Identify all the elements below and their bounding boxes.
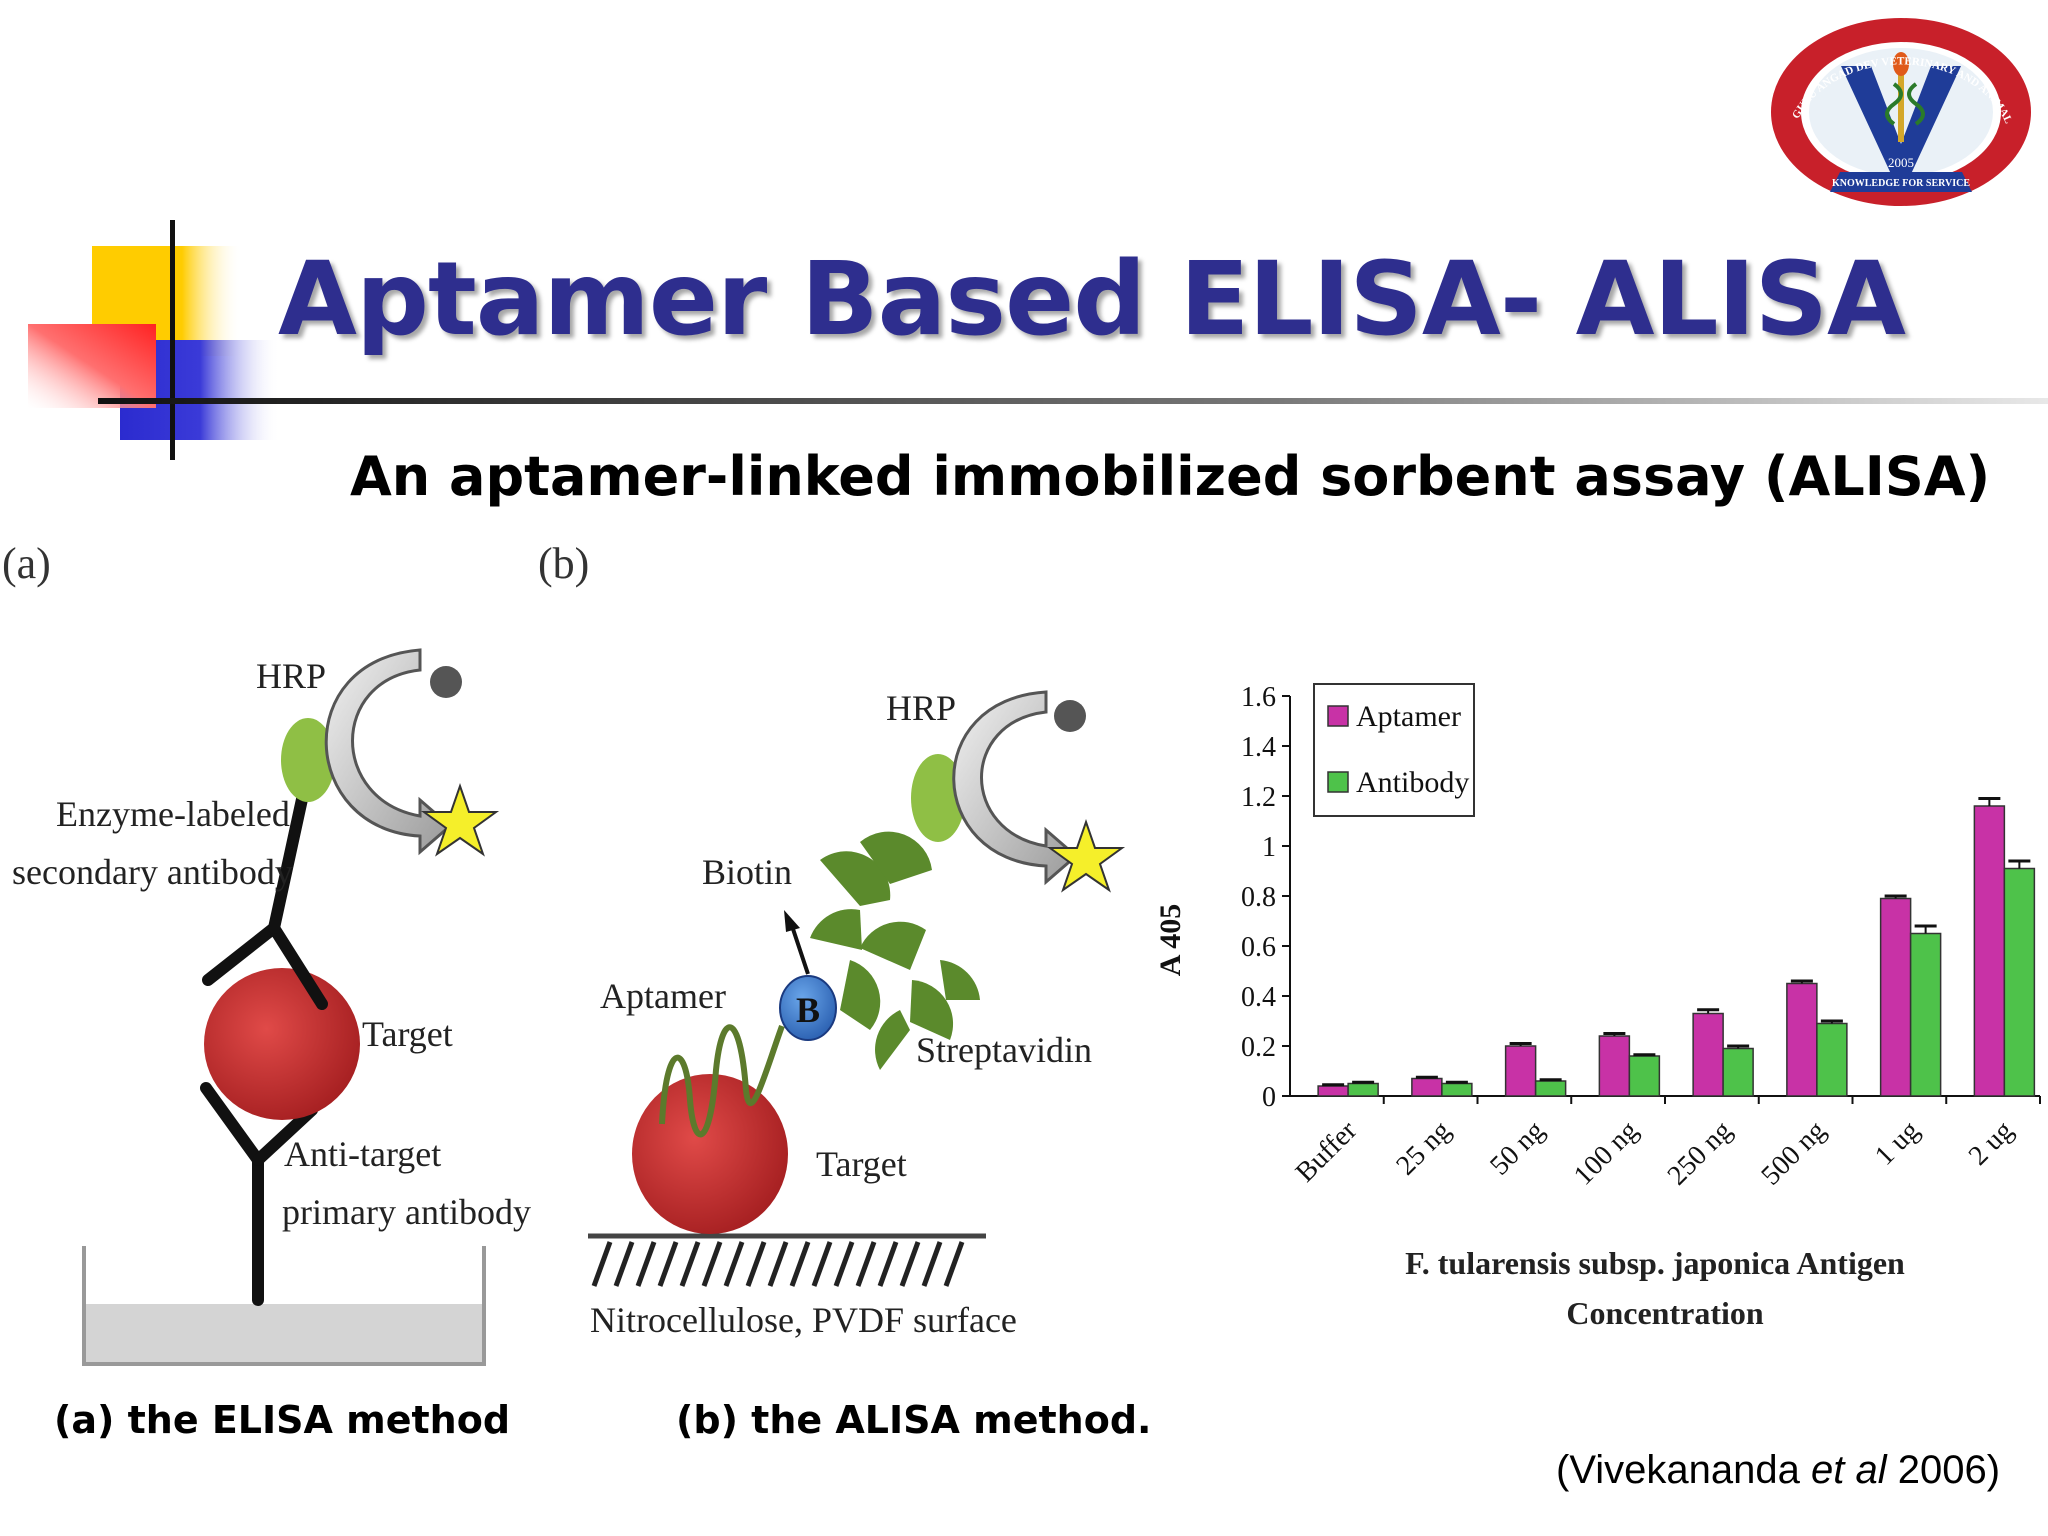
- y-tick-label: 0.2: [1241, 1032, 1276, 1063]
- logo-year: 2005: [1888, 155, 1914, 170]
- x-tick-label: 2 ug: [1963, 1115, 2020, 1172]
- streptavidin-complex: [810, 831, 980, 1070]
- bar-aptamer: [1879, 897, 1912, 1097]
- caption-a: (a) the ELISA method: [54, 1398, 511, 1442]
- legend-label-aptamer: Aptamer: [1356, 700, 1461, 733]
- citation: (Vivekananda et al 2006): [1556, 1448, 2000, 1493]
- star-product-b: [1046, 818, 1126, 893]
- biotin-pointer: [790, 925, 810, 975]
- label-aptamer: Aptamer: [600, 976, 726, 1016]
- caption-b: (b) the ALISA method.: [676, 1398, 1152, 1442]
- label-hrp-a: HRP: [256, 656, 326, 696]
- x-tick-label: Buffer: [1290, 1115, 1364, 1189]
- y-tick-label: 0.6: [1241, 932, 1276, 963]
- bar-aptamer: [1504, 1045, 1537, 1097]
- y-tick-label: 0.4: [1241, 982, 1276, 1013]
- citation-close: 2006): [1886, 1448, 2001, 1492]
- slide-subtitle: An aptamer-linked immobilized sorbent as…: [350, 445, 1991, 508]
- x-axis-label-line1: F. tularensis subsp. japonica Antigen: [1405, 1245, 1905, 1281]
- bar-antibody: [1816, 1022, 1848, 1097]
- citation-open: (Vivekananda: [1556, 1448, 1811, 1492]
- bar-antibody: [1628, 1055, 1661, 1097]
- chart-bars: [1317, 797, 2036, 1097]
- x-tick-label: 100 ng: [1568, 1115, 1644, 1191]
- bar-aptamer: [1317, 1085, 1349, 1097]
- bar-aptamer: [1692, 1012, 1724, 1097]
- panel-label-a: (a): [2, 539, 51, 588]
- reaction-arrow-b: [952, 690, 1079, 886]
- legend-swatch-aptamer: [1327, 705, 1349, 727]
- bar-antibody: [2003, 867, 2036, 1097]
- label-surface: Nitrocellulose, PVDF surface: [590, 1300, 1017, 1340]
- biotin-bead: [779, 975, 837, 1041]
- university-logo: KNOWLEDGE FOR SERVICE 2005 GURU ANGAD DE…: [1766, 14, 2031, 206]
- title-underline: [98, 398, 2048, 404]
- y-axis-label: A 405: [1154, 904, 1187, 977]
- logo-motto: KNOWLEDGE FOR SERVICE: [1832, 178, 1970, 189]
- x-tick-label: 50 ng: [1484, 1115, 1550, 1181]
- bar-antibody: [1534, 1080, 1567, 1097]
- legend-swatch-antibody: [1327, 771, 1349, 793]
- y-tick-label: 1.2: [1241, 782, 1276, 813]
- elisa-diagram: HRP Enzyme-labeled secondary antibody Ta…: [12, 648, 531, 1366]
- target-sphere-a: [204, 968, 360, 1120]
- biotin-badge-label: B: [796, 990, 820, 1030]
- aptamer-strand: [659, 1024, 785, 1138]
- secondary-antibody: [202, 784, 328, 1010]
- y-tick-label: 1.6: [1241, 682, 1276, 713]
- primary-antibody: [200, 1082, 318, 1306]
- label-hrp-b: HRP: [886, 688, 956, 728]
- label-biotin: Biotin: [702, 852, 792, 892]
- slide-title: Aptamer Based ELISA- ALISA: [278, 240, 1906, 359]
- x-tick-label: 1 ug: [1869, 1115, 1926, 1172]
- y-tick-label: 1.4: [1241, 732, 1276, 763]
- x-tick-label: 500 ng: [1755, 1115, 1831, 1191]
- legend-label-antibody: Antibody: [1356, 766, 1469, 799]
- bar-antibody: [1909, 932, 1942, 1097]
- reaction-arrow-a: [324, 648, 453, 856]
- label-target-a: Target: [362, 1014, 453, 1054]
- y-tick-label: 0: [1262, 1082, 1276, 1113]
- bar-aptamer: [1786, 982, 1818, 1097]
- x-tick-label: 250 ng: [1662, 1115, 1738, 1191]
- alisa-diagram: B HRP Biotin Aptamer Streptavidin Target…: [588, 688, 1126, 1340]
- label-enzyme-line2: secondary antibody: [12, 852, 293, 892]
- bar-aptamer: [1411, 1077, 1443, 1097]
- surface-hatching: [591, 1241, 965, 1287]
- bar-aptamer: [1598, 1035, 1631, 1097]
- bar-antibody: [1347, 1082, 1379, 1097]
- citation-italic: et al: [1811, 1448, 1887, 1492]
- panel-label-b: (b): [538, 539, 590, 588]
- label-enzyme-line1: Enzyme-labeled: [56, 794, 290, 834]
- title-decoration: [28, 220, 280, 460]
- label-anti-line1: Anti-target: [284, 1134, 441, 1174]
- y-tick-label: 1: [1262, 832, 1276, 863]
- star-product-a: [420, 782, 500, 857]
- y-tick-label: 0.8: [1241, 882, 1276, 913]
- label-streptavidin: Streptavidin: [916, 1030, 1092, 1070]
- bar-antibody: [1441, 1082, 1473, 1097]
- microplate-well: [82, 1246, 486, 1366]
- target-sphere-b: [632, 1074, 788, 1234]
- substrate-dot-b: [1054, 700, 1086, 732]
- x-axis-label-line2: Concentration: [1566, 1295, 1764, 1331]
- hrp-enzyme-b: [911, 754, 965, 842]
- hrp-enzyme-a: [281, 718, 335, 802]
- bar-antibody: [1722, 1047, 1754, 1097]
- bar-aptamer: [1973, 805, 2006, 1097]
- substrate-dot-a: [430, 666, 462, 698]
- x-tick-label: 25 ng: [1390, 1115, 1456, 1181]
- label-target-b: Target: [816, 1144, 907, 1184]
- label-anti-line2: primary antibody: [282, 1192, 531, 1232]
